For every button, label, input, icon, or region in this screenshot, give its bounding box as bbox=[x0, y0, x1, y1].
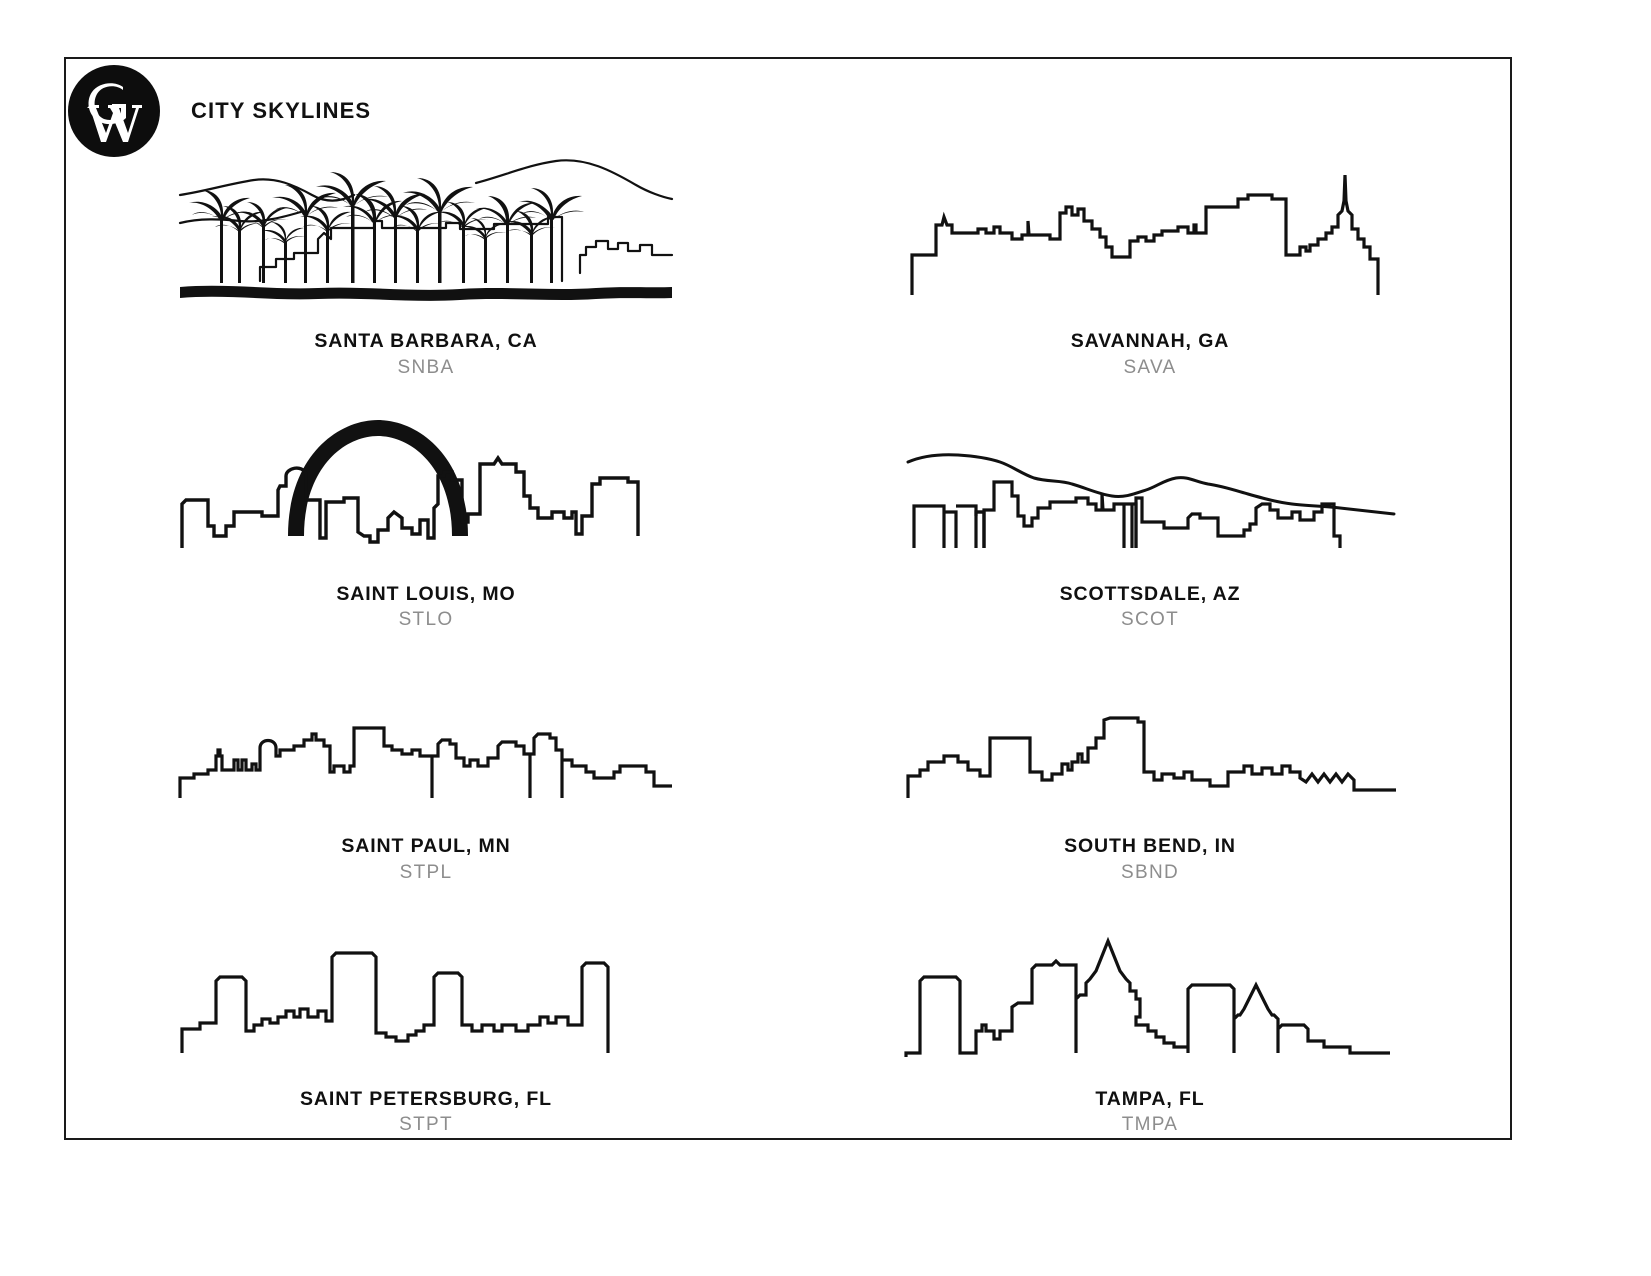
city-code: SAVA bbox=[1123, 356, 1177, 378]
city-name: SAINT PAUL, MN bbox=[341, 835, 511, 858]
city-name: TAMPA, FL bbox=[1095, 1087, 1205, 1110]
santa-barbara-palm-skyline-icon bbox=[176, 155, 676, 320]
saint-petersburg-skyline-icon bbox=[176, 913, 676, 1078]
city-name: SOUTH BEND, IN bbox=[1064, 835, 1236, 858]
skyline-card-saint-paul[interactable]: SAINT PAUL, MN STPL bbox=[64, 637, 788, 890]
skyline-card-saint-petersburg[interactable]: SAINT PETERSBURG, FL STPT bbox=[64, 890, 788, 1143]
page-title: CITY SKYLINES bbox=[191, 98, 372, 123]
city-code: STPT bbox=[399, 1114, 453, 1136]
skyline-card-south-bend[interactable]: SOUTH BEND, IN SBND bbox=[788, 637, 1512, 890]
city-code: SBND bbox=[1121, 861, 1179, 883]
city-name: SCOTTSDALE, AZ bbox=[1059, 582, 1241, 605]
skyline-card-savannah[interactable]: SAVANNAH, GA SAVA bbox=[788, 132, 1512, 385]
page-frame-border bbox=[64, 57, 1512, 1140]
gw-monogram-logo-icon bbox=[66, 63, 162, 159]
south-bend-skyline-icon bbox=[900, 660, 1400, 825]
city-name: SAINT LOUIS, MO bbox=[336, 582, 516, 605]
city-code: STLO bbox=[398, 609, 454, 631]
city-name: SAINT PETERSBURG, FL bbox=[299, 1087, 552, 1110]
skyline-grid: SANTA BARBARA, CA SNBA SAVANNAH, GA SAVA bbox=[64, 132, 1512, 1142]
city-name: SAVANNAH, GA bbox=[1070, 330, 1230, 353]
city-code: SNBA bbox=[397, 356, 455, 378]
city-code: SCOT bbox=[1121, 609, 1179, 631]
city-name: SANTA BARBARA, CA bbox=[314, 330, 538, 353]
scottsdale-mountain-skyline-icon bbox=[900, 408, 1400, 573]
skyline-card-santa-barbara[interactable]: SANTA BARBARA, CA SNBA bbox=[64, 132, 788, 385]
saint-paul-skyline-icon bbox=[176, 660, 676, 825]
saint-louis-gateway-arch-skyline-icon bbox=[176, 408, 676, 573]
tampa-skyline-icon bbox=[900, 913, 1400, 1078]
skyline-card-saint-louis[interactable]: SAINT LOUIS, MO STLO bbox=[64, 385, 788, 638]
skyline-card-scottsdale[interactable]: SCOTTSDALE, AZ SCOT bbox=[788, 385, 1512, 638]
city-code: STPL bbox=[399, 861, 453, 883]
skyline-card-tampa[interactable]: TAMPA, FL TMPA bbox=[788, 890, 1512, 1143]
savannah-skyline-icon bbox=[900, 155, 1400, 320]
city-code: TMPA bbox=[1121, 1114, 1179, 1136]
